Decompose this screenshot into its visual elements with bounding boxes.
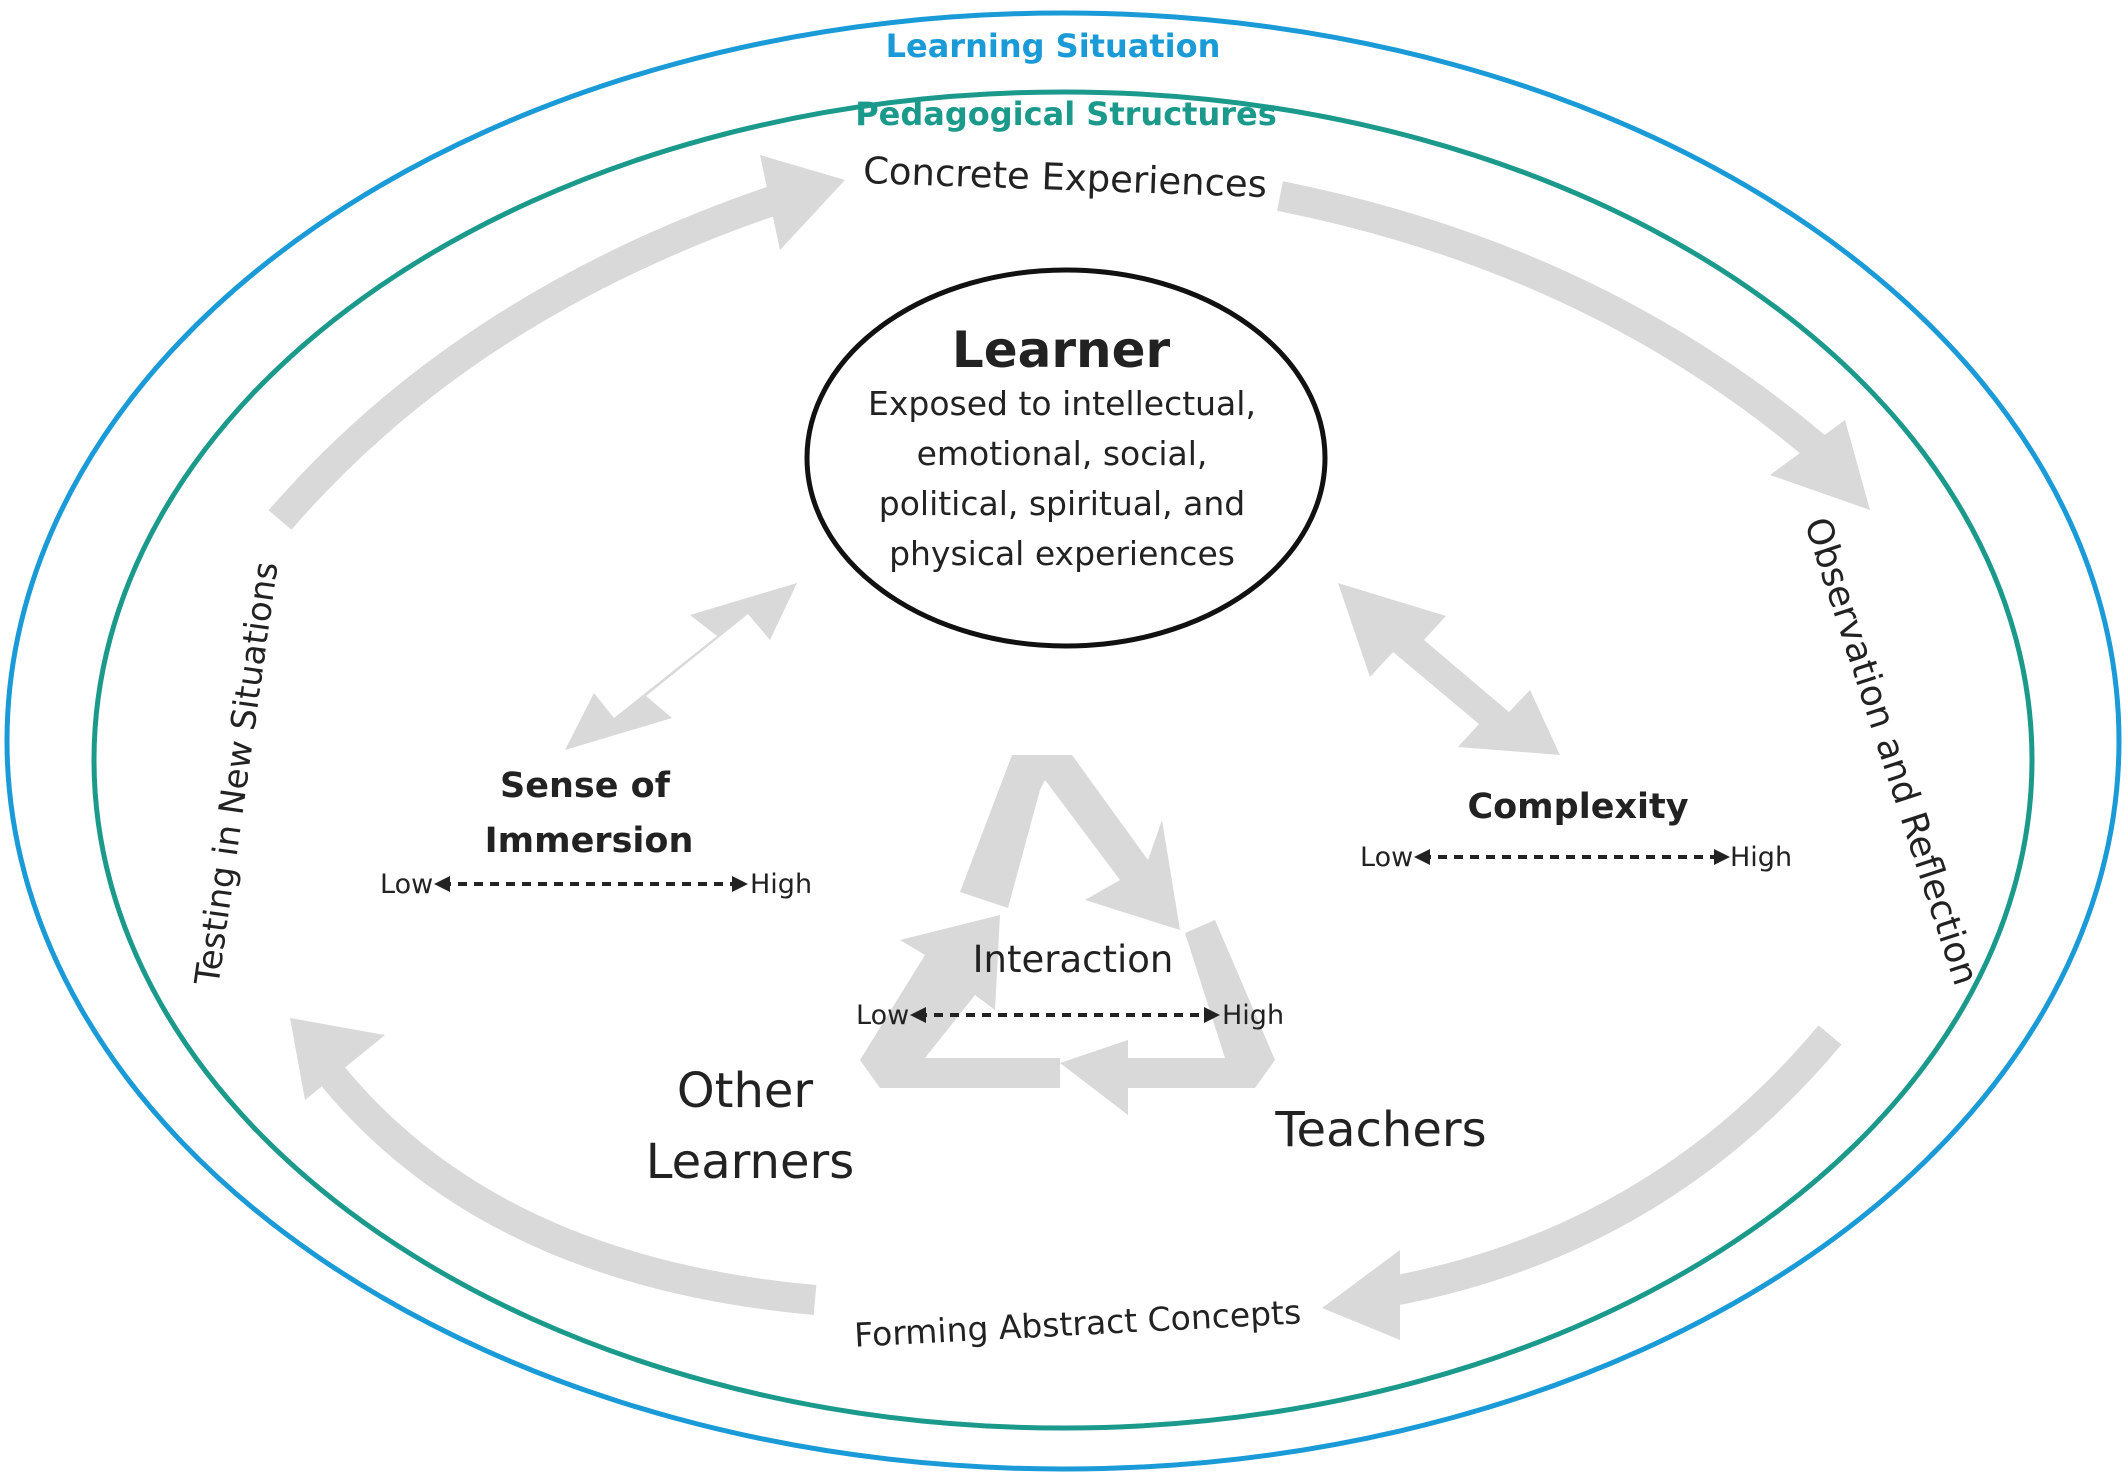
cycle-arrow-bottom-left: [308, 1050, 817, 1315]
immersion-title-line-1: Sense of: [500, 766, 671, 806]
complexity-high-label: High: [1730, 842, 1792, 873]
teachers-label: Teachers: [1274, 1102, 1486, 1158]
immersion-high-label: High: [750, 869, 812, 900]
pedagogical-structures-label: Pedagogical Structures: [855, 95, 1277, 133]
cycle-arrow-bottom-right: [1367, 1025, 1842, 1310]
immersion-title-line-2: Immersion: [485, 821, 694, 861]
complexity-link-arrow: [1338, 583, 1560, 755]
complexity-low-label: Low: [1360, 842, 1413, 873]
learning-situation-label: Learning Situation: [886, 27, 1221, 65]
learning-situation-ring: [4, 10, 2122, 1472]
immersion-link-arrow: [565, 583, 797, 750]
triangle-arrow-top: [960, 755, 1180, 930]
learner-line-3: political, spiritual, and: [879, 484, 1245, 523]
cycle-arrowhead-bottom-right: [1322, 1250, 1400, 1340]
interaction-triangle: [860, 755, 1275, 1115]
interaction-high-label: High: [1222, 1000, 1284, 1031]
concrete-experiences-label: Concrete Experiences: [862, 149, 1267, 206]
forming-abstract-concepts-label: Forming Abstract Concepts: [853, 1292, 1302, 1354]
other-learners-line-1: Other: [677, 1063, 814, 1119]
learner-circle: [804, 267, 1328, 649]
cycle-arrows: [268, 155, 1870, 1340]
triangle-arrow-right: [1060, 920, 1275, 1115]
learner-title: Learner: [952, 321, 1171, 379]
learner-line-2: emotional, social,: [917, 434, 1208, 473]
cycle-arrow-top-right: [1277, 181, 1835, 467]
interaction-low-label: Low: [856, 1000, 909, 1031]
other-learners-line-2: Learners: [646, 1134, 854, 1190]
testing-new-situations-label: Testing in New Situations: [187, 559, 286, 988]
learner-links: [565, 583, 1560, 755]
triangle-arrow-left: [860, 915, 1060, 1088]
learner-line-4: physical experiences: [889, 534, 1235, 573]
interaction-title: Interaction: [973, 938, 1174, 981]
learner-line-1: Exposed to intellectual,: [868, 384, 1256, 423]
cycle-arrowhead-bottom-left: [290, 1018, 385, 1100]
cycle-arrow-top-left: [268, 180, 795, 530]
cycle-arrowhead-top-right: [1770, 420, 1870, 510]
observation-reflection-label: Observation and Reflection: [1796, 513, 1986, 991]
cycle-arrowhead-top-left: [760, 155, 845, 250]
immersion-low-label: Low: [380, 869, 433, 900]
pedagogical-structures-ring: [91, 89, 2035, 1431]
complexity-title: Complexity: [1467, 787, 1688, 827]
